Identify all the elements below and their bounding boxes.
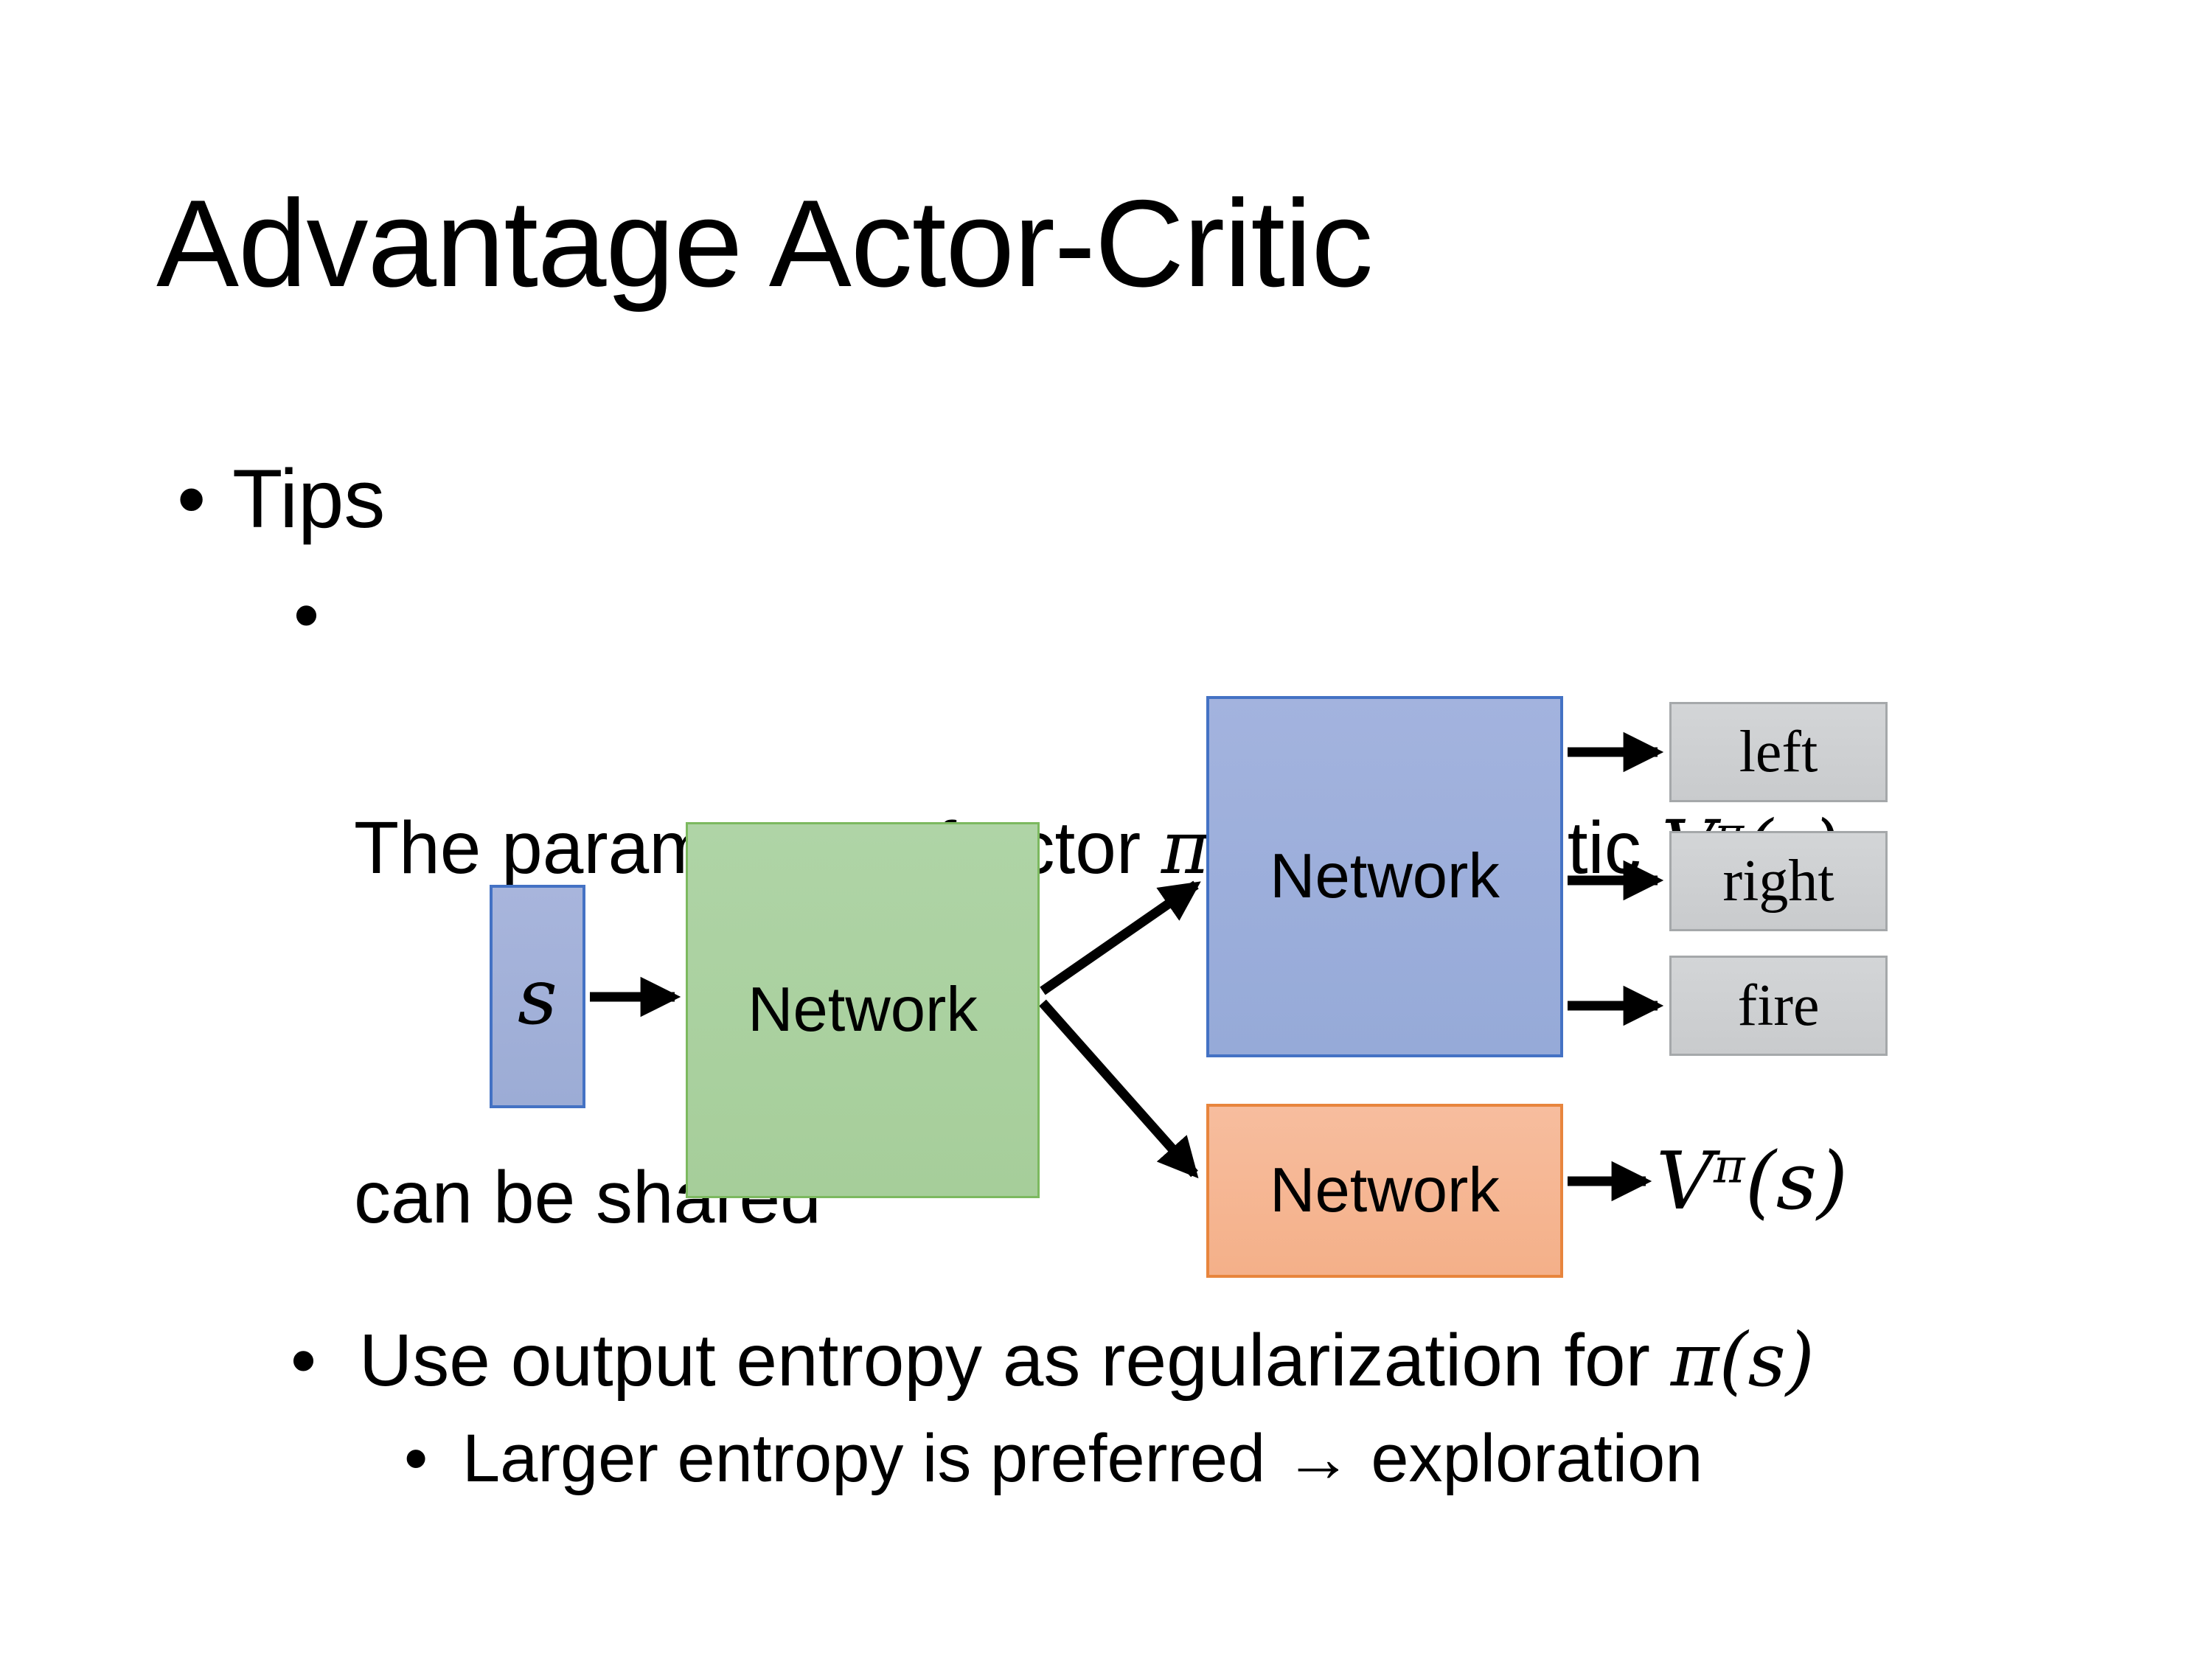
value-output-label: Vπ(s) [1656,1135,1848,1228]
bullet-icon: • [177,453,206,545]
bullet-tips: • Tips [177,450,385,549]
entropy-prefix: Use output entropy as regularization for [359,1319,1671,1402]
action-box-fire: fire [1669,956,1888,1056]
action-box-right: right [1669,831,1888,931]
value-base: V [1656,1135,1714,1228]
shared-network-box: Network [686,822,1040,1198]
bullet-exploration: • Larger entropy is preferred → explorat… [404,1418,1703,1499]
parameters-line-2: can be shared [354,1156,821,1239]
bullet-icon: • [404,1421,428,1496]
critic-network-label: Network [1270,1155,1500,1225]
value-sup: π [1714,1138,1745,1194]
tips-label: Tips [232,453,386,545]
action-label-right: right [1722,848,1834,914]
entropy-text: Use output entropy as regularization for… [359,1316,1815,1405]
critic-network-box: Network [1206,1104,1563,1278]
bullet-entropy-regularization: • Use output entropy as regularization f… [291,1316,1815,1405]
entropy-pi-math: π(s) [1670,1317,1815,1403]
state-label: s [518,951,557,1042]
bullet-icon: • [291,1319,317,1402]
action-label-fire: fire [1737,973,1820,1038]
state-input-box: s [490,885,585,1108]
bullet-icon: • [293,574,320,656]
exploration-label: Larger entropy is preferred → exploratio… [462,1421,1703,1496]
actor-network-box: Network [1206,696,1563,1057]
page-title: Advantage Actor-Critic [156,174,1373,313]
action-label-left: left [1739,719,1818,785]
action-box-left: left [1669,702,1888,802]
shared-network-label: Network [748,975,978,1045]
actor-network-label: Network [1270,841,1500,911]
value-args: (s) [1745,1135,1848,1228]
